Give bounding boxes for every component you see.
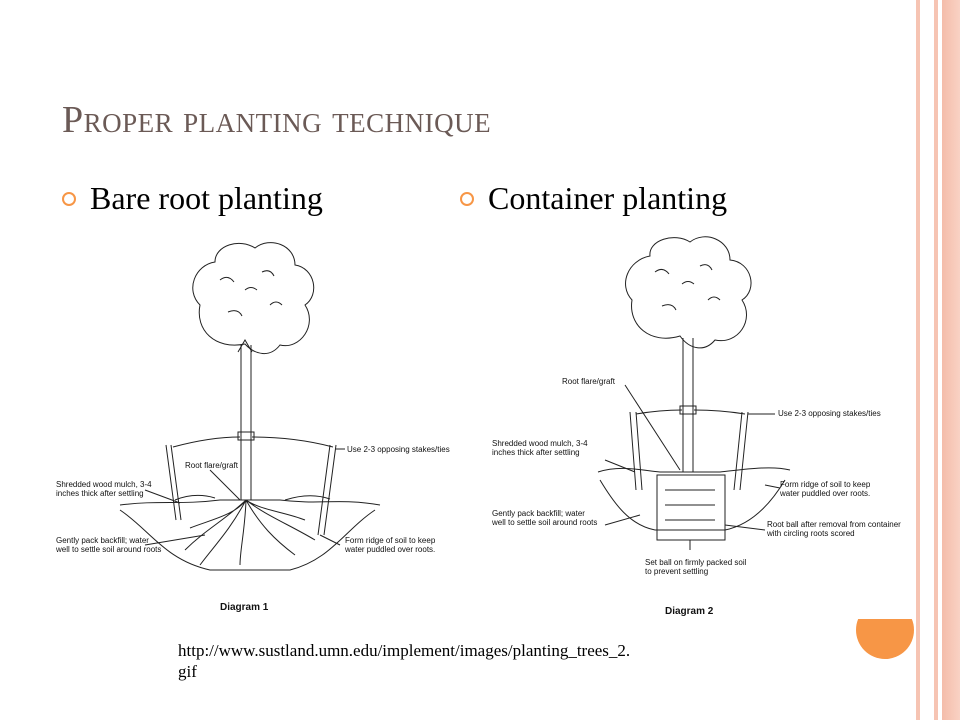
label-ridge: Form ridge of soil to keep: [780, 480, 871, 489]
label-root-ball: with circling roots scored: [766, 529, 855, 538]
label-root-ball: Root ball after removal from container: [767, 520, 901, 529]
bullet-icon: [460, 191, 474, 206]
label-stakes: Use 2-3 opposing stakes/ties: [347, 445, 450, 454]
bullet-icon: [62, 191, 76, 206]
root-ball: [656, 474, 726, 541]
slide-title: Proper planting technique: [62, 99, 492, 141]
tree-trunk: [240, 345, 252, 500]
stake: [629, 411, 643, 491]
border-stripe: [934, 0, 938, 720]
border-stripe: [942, 0, 960, 720]
bullet-text: Bare root planting: [90, 180, 323, 216]
soil-line: [597, 467, 791, 473]
label-mulch: Shredded wood mulch, 3-4: [492, 439, 588, 448]
label-set-ball: to prevent settling: [645, 567, 708, 576]
stake: [165, 444, 182, 521]
label-backfill: Gently pack backfill; water: [492, 509, 585, 518]
label-ridge: Form ridge of soil to keep: [345, 536, 436, 545]
label-mulch: inches thick after settling: [56, 489, 144, 498]
border-stripe: [920, 0, 934, 720]
stake: [317, 444, 337, 536]
label-stakes: Use 2-3 opposing stakes/ties: [778, 409, 881, 418]
tree-canopy: [192, 242, 315, 354]
label-backfill: well to settle soil around roots: [491, 518, 597, 527]
bullet-container: Container planting: [460, 180, 727, 217]
soil-line: [119, 499, 381, 506]
bullet-bare-root: Bare root planting: [62, 180, 323, 217]
label-backfill: well to settle soil around roots: [55, 545, 161, 554]
label-root-flare: Root flare/graft: [185, 461, 239, 470]
label-set-ball: Set ball on firmly packed soil: [645, 558, 747, 567]
label-root-flare: Root flare/graft: [562, 377, 616, 386]
label-mulch: inches thick after settling: [492, 448, 580, 457]
source-url[interactable]: http://www.sustland.umn.edu/implement/im…: [178, 640, 778, 682]
stake: [733, 411, 749, 491]
border-stripe: [916, 0, 920, 720]
source-url-line[interactable]: http://www.sustland.umn.edu/implement/im…: [178, 641, 631, 660]
source-url-line[interactable]: gif: [178, 662, 197, 681]
label-backfill: Gently pack backfill; water: [56, 536, 149, 545]
diagram-caption: Diagram 2: [665, 606, 714, 617]
diagram-caption: Diagram 1: [220, 602, 269, 613]
bullet-text: Container planting: [488, 180, 728, 216]
label-ridge: water puddled over roots.: [344, 545, 435, 554]
border-stripe: [938, 0, 942, 720]
label-ridge: water puddled over roots.: [779, 489, 870, 498]
roots: [184, 499, 316, 566]
tree-trunk: [682, 338, 694, 472]
label-mulch: Shredded wood mulch, 3-4: [56, 480, 152, 489]
decorative-circle-mask: [856, 601, 914, 619]
tree-canopy: [625, 236, 752, 349]
